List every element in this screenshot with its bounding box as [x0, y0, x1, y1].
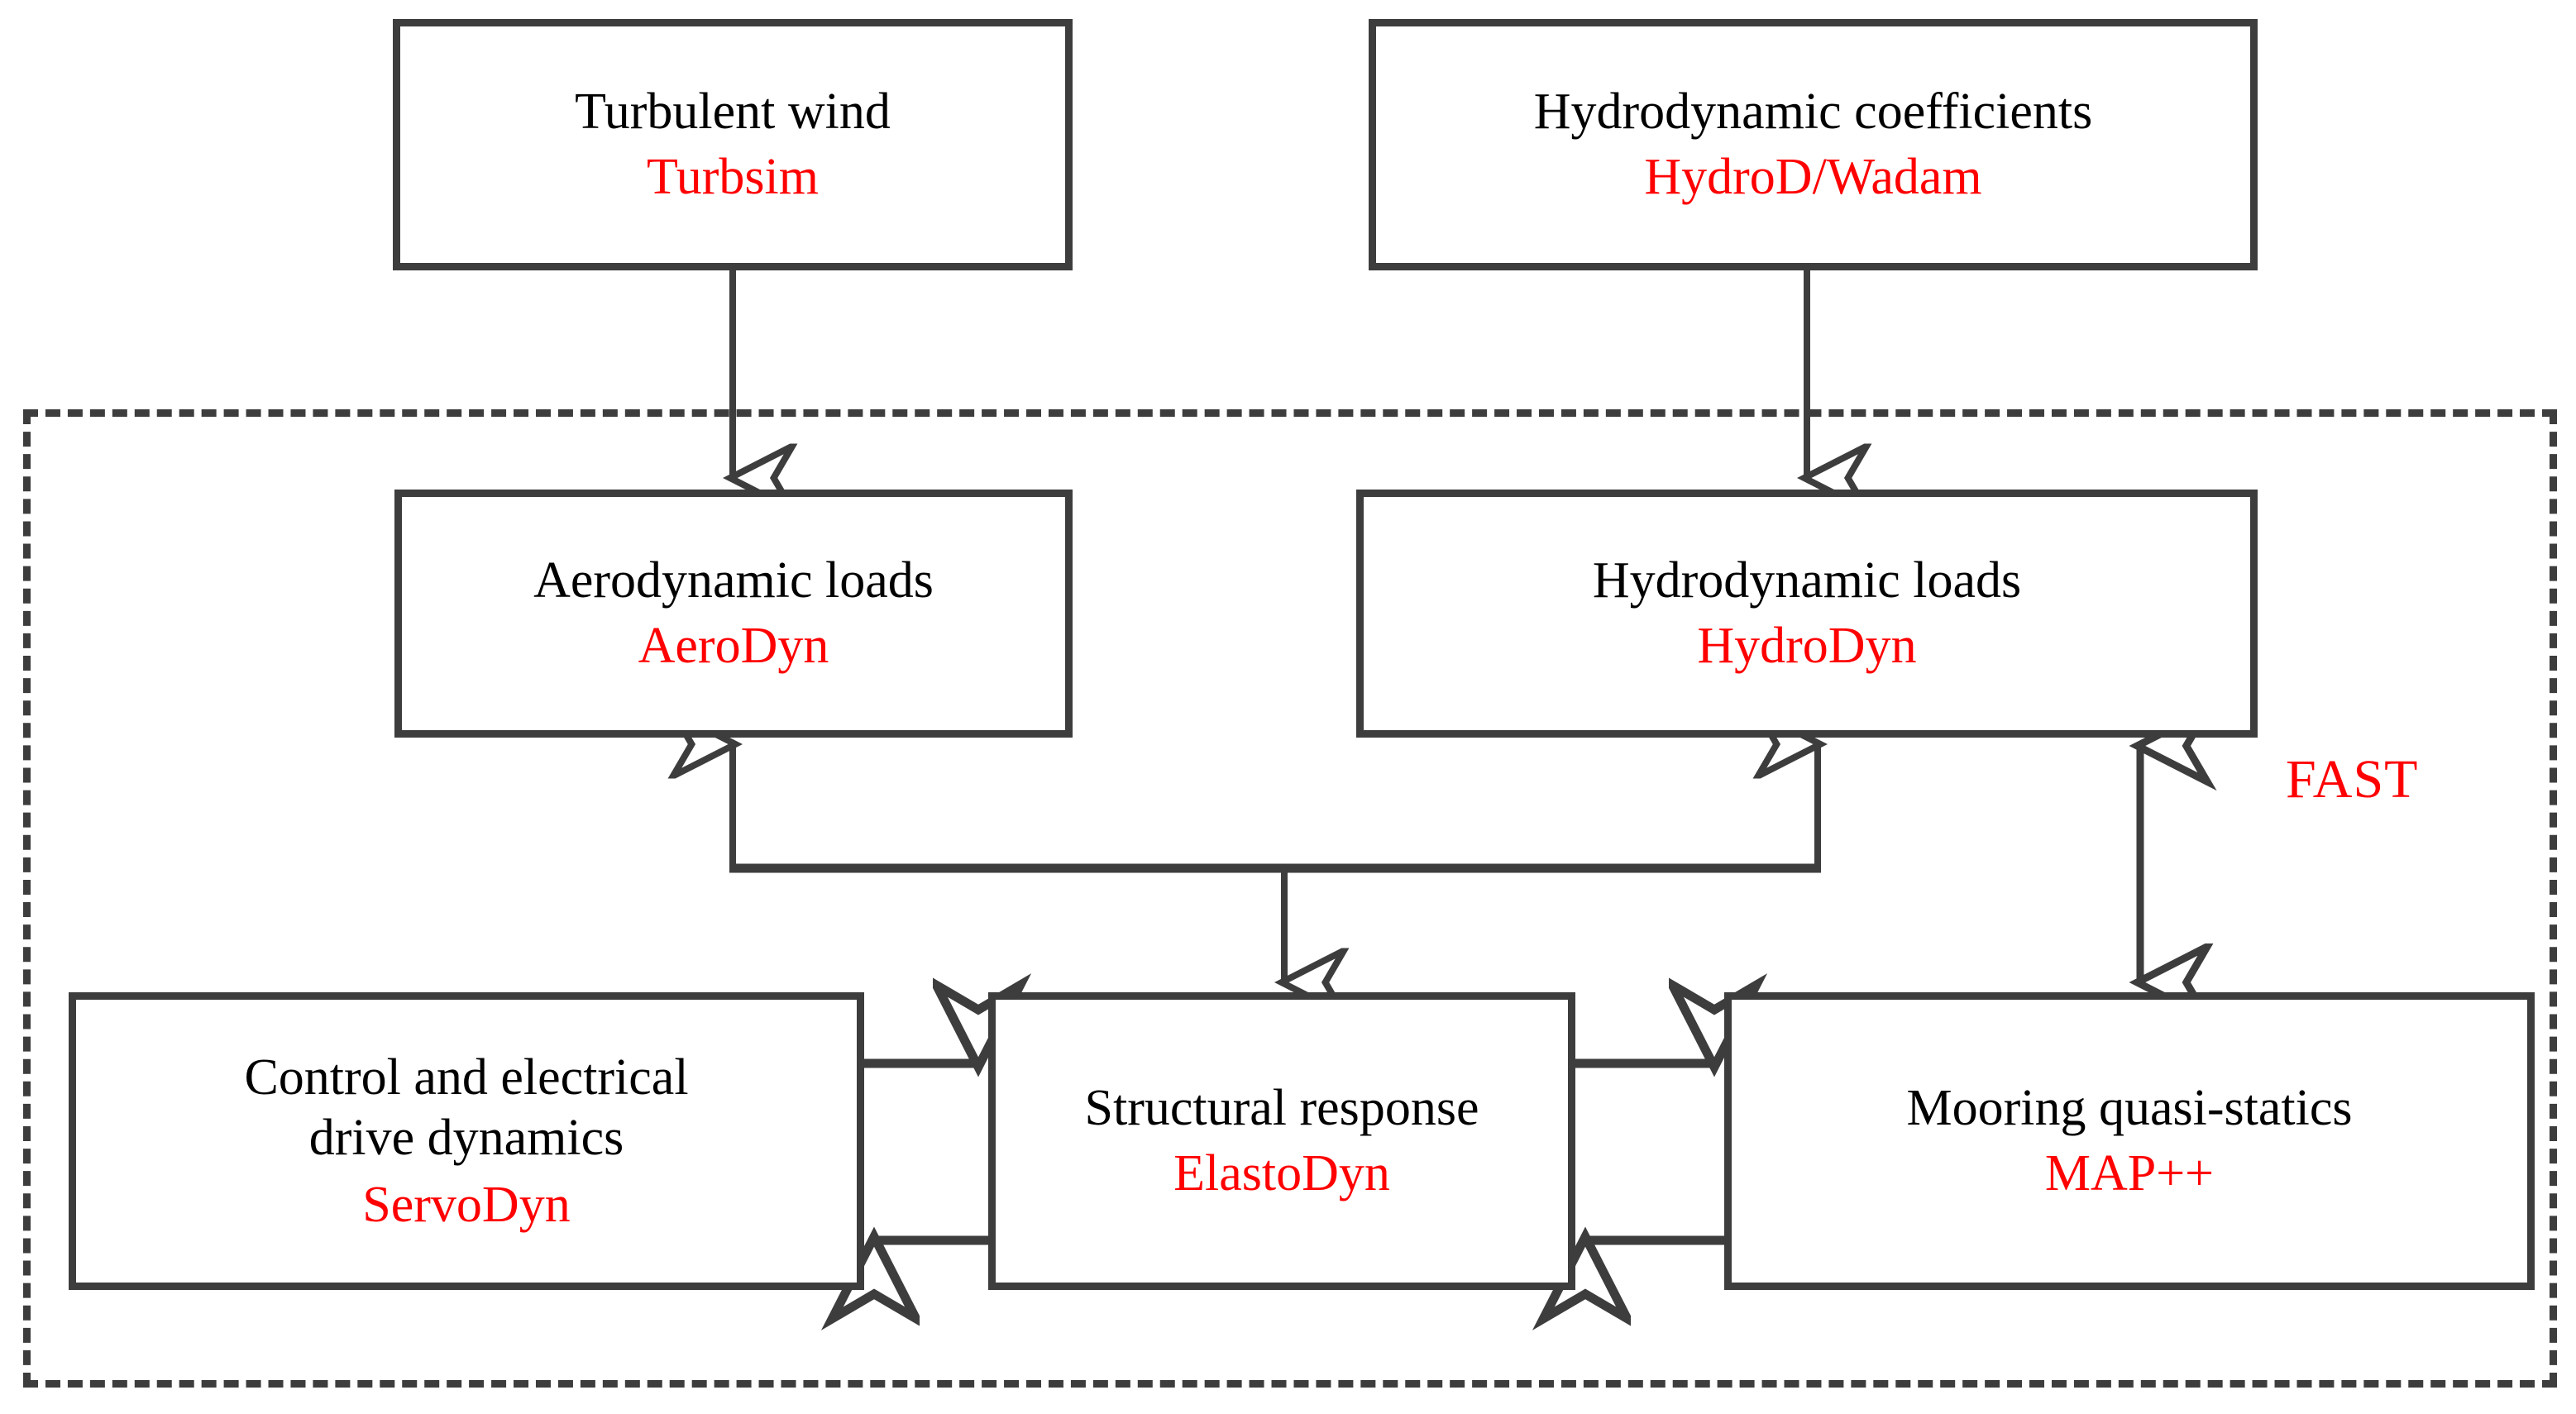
- box-hydrodynamic-loads-tool: HydroDyn: [1697, 618, 1917, 674]
- box-mooring-quasi-statics-title: Mooring quasi-statics: [1906, 1079, 2353, 1136]
- box-turbulent-wind[interactable]: Turbulent wind Turbsim: [393, 19, 1073, 270]
- box-mooring-quasi-statics[interactable]: Mooring quasi-statics MAP++: [1724, 992, 2535, 1290]
- box-structural-response-tool: ElastoDyn: [1173, 1145, 1390, 1201]
- box-mooring-quasi-statics-tool: MAP++: [2044, 1145, 2215, 1201]
- box-aerodynamic-loads-tool: AeroDyn: [638, 618, 829, 674]
- fast-label: FAST: [2286, 749, 2419, 810]
- box-structural-response[interactable]: Structural response ElastoDyn: [988, 992, 1575, 1290]
- box-hydrodynamic-coefficients-tool: HydroD/Wadam: [1644, 149, 1982, 205]
- box-control-and-electrical-drive-dynamics[interactable]: Control and electrical drive dynamics Se…: [69, 992, 864, 1290]
- box-hydrodynamic-loads-title: Hydrodynamic loads: [1592, 552, 2022, 609]
- box-turbulent-wind-title: Turbulent wind: [575, 83, 891, 140]
- box-aerodynamic-loads-title: Aerodynamic loads: [533, 552, 934, 609]
- box-turbulent-wind-tool: Turbsim: [647, 149, 819, 205]
- box-aerodynamic-loads[interactable]: Aerodynamic loads AeroDyn: [394, 490, 1073, 738]
- box-hydrodynamic-loads[interactable]: Hydrodynamic loads HydroDyn: [1356, 490, 2258, 738]
- box-structural-response-title: Structural response: [1084, 1079, 1479, 1136]
- box-control-and-electrical-drive-dynamics-tool: ServoDyn: [362, 1177, 571, 1234]
- box-hydrodynamic-coefficients[interactable]: Hydrodynamic coefficients HydroD/Wadam: [1369, 19, 2258, 270]
- box-hydrodynamic-coefficients-title: Hydrodynamic coefficients: [1533, 83, 2093, 140]
- box-control-and-electrical-drive-dynamics-title: Control and electrical drive dynamics: [244, 1049, 689, 1167]
